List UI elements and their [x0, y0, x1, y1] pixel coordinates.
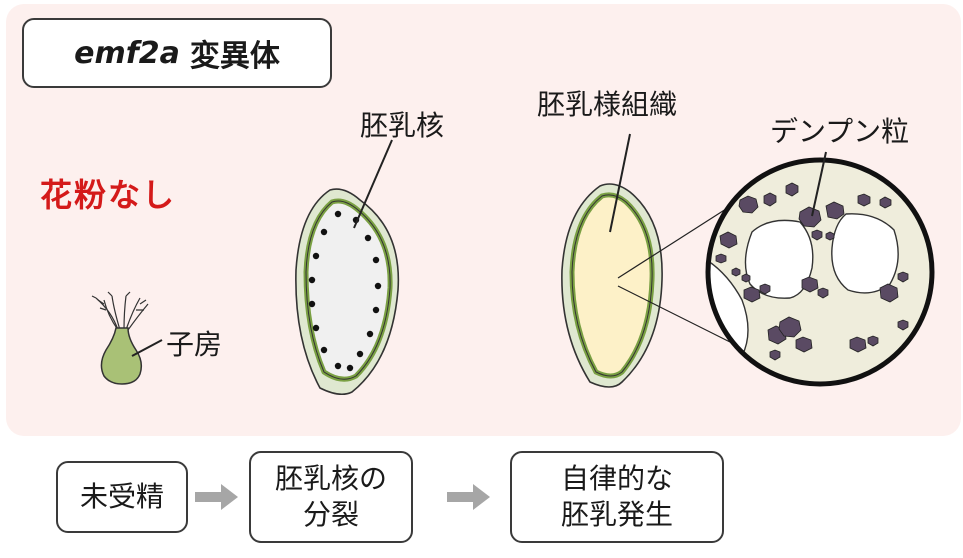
label-starch-grains: デンプン粒 [770, 115, 910, 148]
title-suffix: 変異体 [189, 39, 280, 74]
starch-leader-line [811, 151, 827, 217]
nucleus-leader-line [353, 139, 393, 229]
title-box: emf2a 変異体 [22, 18, 332, 88]
seed-with-nuclei [295, 188, 400, 396]
seed-with-tissue [561, 183, 663, 388]
step-3-line-1: 自律的な [560, 462, 673, 495]
step-2-line-2: 分裂 [302, 498, 359, 531]
starch-grains [715, 182, 909, 361]
step-nucleus-division: 胚乳核の 分裂 [249, 451, 413, 543]
step-autonomous-endosperm: 自律的な 胚乳発生 [510, 451, 724, 543]
arrow-right-icon [447, 484, 490, 510]
magnified-view [705, 157, 935, 387]
cell-2 [831, 213, 899, 294]
arrow-right-icon [195, 484, 238, 510]
step-unfertilized: 未受精 [56, 461, 188, 533]
label-endosperm-tissue: 胚乳様組織 [537, 88, 678, 121]
ovary-leader-line [131, 339, 163, 357]
endosperm-nuclei [308, 210, 382, 372]
no-pollen-label: 花粉なし [40, 176, 177, 214]
step-3-line-2: 胚乳発生 [560, 498, 673, 531]
step-1-text: 未受精 [79, 480, 164, 513]
gene-name: emf2a [74, 35, 180, 71]
ovary-illustration [91, 291, 149, 385]
tissue-leader-line [609, 133, 631, 233]
label-endosperm-nucleus: 胚乳核 [360, 109, 445, 142]
label-ovary: 子房 [166, 328, 223, 361]
step-2-line-1: 胚乳核の [274, 462, 387, 495]
